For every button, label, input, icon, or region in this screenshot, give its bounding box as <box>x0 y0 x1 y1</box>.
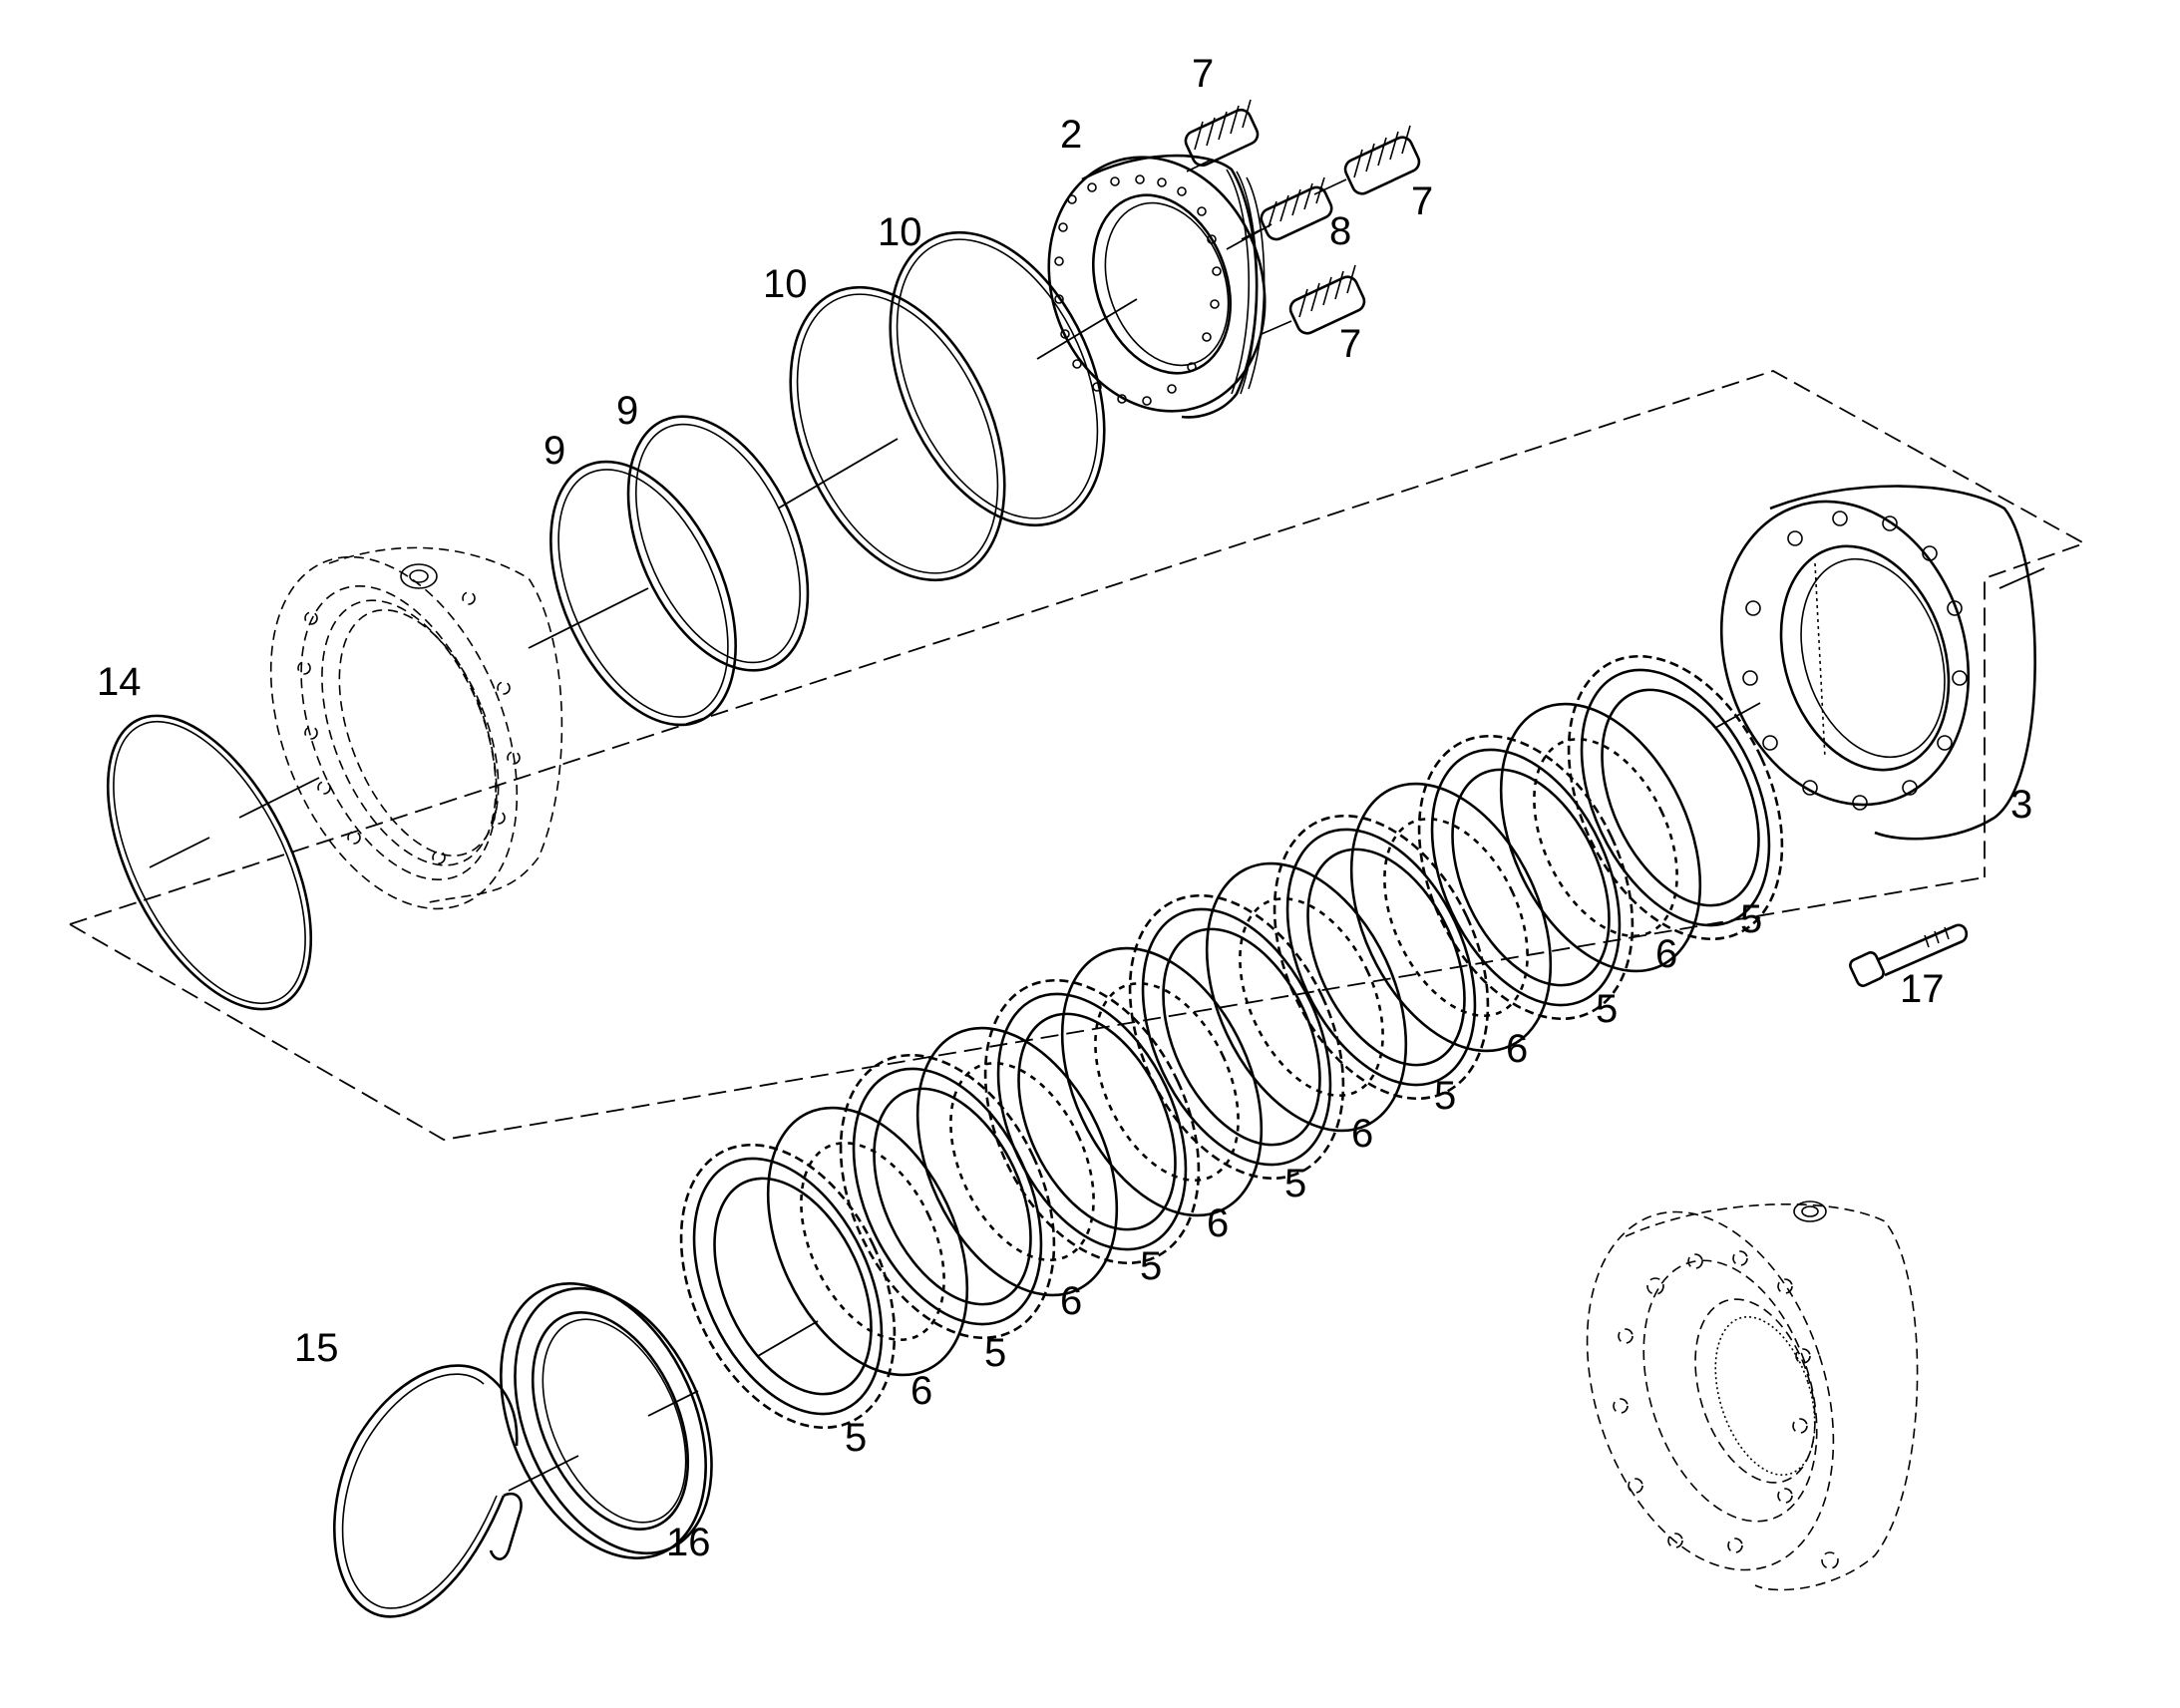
part-6-disc-6 <box>1499 702 1702 973</box>
part-6-disc-2 <box>915 1026 1119 1297</box>
part-9-ring-a <box>549 460 737 727</box>
center-axis-lower <box>508 567 2045 1492</box>
part-17-bolt <box>1849 923 1969 987</box>
callout-6-f: 6 <box>910 1369 932 1413</box>
callout-10-lower: 10 <box>763 262 808 306</box>
callout-5-d: 5 <box>1284 1162 1306 1205</box>
part-14-o-ring <box>106 714 313 1011</box>
callout-14: 14 <box>97 660 142 704</box>
callout-7-right: 7 <box>1411 179 1433 223</box>
callout-7-top: 7 <box>1192 52 1214 96</box>
part-5-disc-5 <box>1272 814 1490 1101</box>
part-15-snap-ring <box>333 1364 523 1618</box>
callout-6-b: 6 <box>1506 1027 1528 1071</box>
callout-16: 16 <box>666 1521 711 1564</box>
assembled-view-phantom <box>1586 1200 1919 1591</box>
part-7-spring-top <box>1184 99 1260 172</box>
callout-9-upper: 9 <box>616 389 638 433</box>
assembly-frame-dashed <box>69 370 2087 925</box>
callout-5-e: 5 <box>1140 1244 1162 1288</box>
part-7-spring-bottom <box>1261 264 1366 335</box>
part-9-ring-b <box>626 415 810 672</box>
assembly-frame-dashed-lower <box>69 876 1986 1141</box>
part-5-disc-7 <box>1567 654 1784 941</box>
callout-10-upper: 10 <box>878 210 922 254</box>
callout-15: 15 <box>294 1326 339 1370</box>
callout-2: 2 <box>1060 113 1082 157</box>
callout-5-f: 5 <box>984 1331 1006 1375</box>
callout-6-a: 6 <box>1655 932 1677 976</box>
part-3-ring-gear <box>1719 485 2036 841</box>
housing-left-phantom <box>269 546 563 910</box>
callout-6-d: 6 <box>1207 1201 1229 1245</box>
part-6-disc-4 <box>1205 861 1408 1133</box>
part-6-disc-1 <box>766 1106 969 1377</box>
callout-9-lower: 9 <box>544 429 565 473</box>
drum-bolt-holes <box>1742 511 1968 811</box>
callout-17: 17 <box>1900 967 1945 1011</box>
callout-5-c: 5 <box>1434 1074 1456 1118</box>
callout-3: 3 <box>2010 783 2032 827</box>
part-10-ring-b <box>889 230 1106 527</box>
callout-5-a: 5 <box>1740 897 1762 941</box>
part-6-disc-3 <box>1060 946 1264 1217</box>
callout-6-e: 6 <box>1060 1279 1082 1323</box>
part-5-disc-4 <box>1128 893 1345 1181</box>
part-7-spring-right <box>1313 125 1421 195</box>
part-8-spring <box>1241 176 1333 241</box>
part-10-ring-a <box>789 285 1006 582</box>
callout-5-g: 5 <box>845 1416 867 1460</box>
callout-5-b: 5 <box>1596 987 1618 1031</box>
clutch-disc-pack <box>679 654 1784 1430</box>
callout-8: 8 <box>1329 209 1351 253</box>
part-6-disc-5 <box>1349 782 1553 1053</box>
callout-7-bottom: 7 <box>1339 322 1361 366</box>
part-16-backing-plate <box>500 1282 713 1559</box>
piston-bolt-holes <box>1054 174 1222 406</box>
callout-6-c: 6 <box>1351 1112 1373 1156</box>
part-5-disc-1 <box>679 1143 897 1430</box>
center-axis-upper <box>149 223 1272 868</box>
part-2-piston <box>1047 154 1267 419</box>
part-5-disc-6 <box>1417 734 1635 1021</box>
